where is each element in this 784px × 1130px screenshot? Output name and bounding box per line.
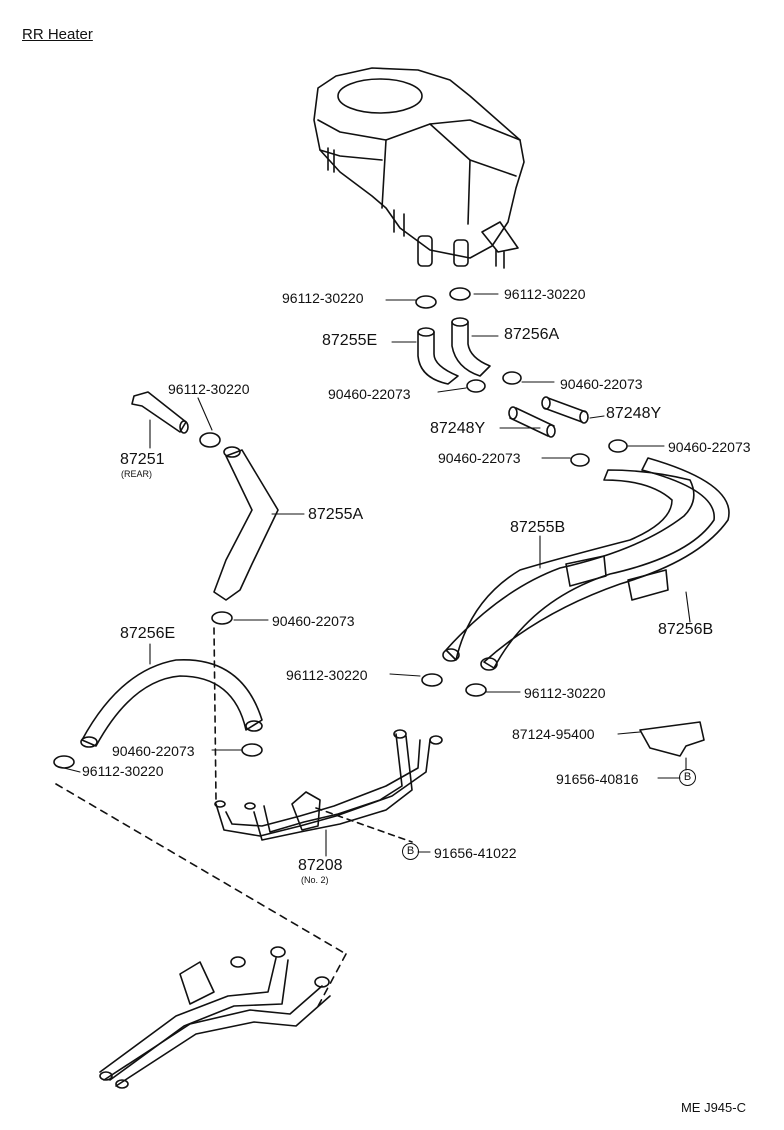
detail-view bbox=[55, 783, 347, 1089]
label-87251: 87251 bbox=[120, 451, 165, 468]
label-90460-22073-d: 90460-22073 bbox=[438, 450, 521, 466]
marker-b-center: B bbox=[402, 843, 419, 860]
label-87255E: 87255E bbox=[322, 332, 378, 349]
pipe-assembly bbox=[214, 729, 443, 843]
label-96112-30220-f: 96112-30220 bbox=[82, 763, 164, 779]
diagram-code: ME J945-C bbox=[680, 1100, 746, 1115]
label-96112-30220-d: 96112-30220 bbox=[286, 667, 368, 683]
long-hoses bbox=[421, 457, 730, 757]
upper-hoses bbox=[415, 287, 628, 467]
label-90460-22073-b: 90460-22073 bbox=[560, 376, 643, 392]
label-91656-40816: 91656-40816 bbox=[556, 771, 639, 787]
diagram-title: RR Heater bbox=[22, 26, 93, 43]
label-96112-30220-e: 96112-30220 bbox=[524, 685, 606, 701]
label-87256E: 87256E bbox=[120, 625, 176, 642]
leader-lines bbox=[55, 293, 691, 857]
label-87255A: 87255A bbox=[308, 506, 364, 523]
label-96112-30220-b: 96112-30220 bbox=[504, 286, 586, 302]
marker-b-right: B bbox=[679, 769, 696, 786]
label-90460-22073-e: 90460-22073 bbox=[272, 613, 355, 629]
label-90460-22073-a: 90460-22073 bbox=[328, 386, 411, 402]
label-87255B: 87255B bbox=[510, 519, 566, 536]
label-96112-30220-c: 96112-30220 bbox=[168, 381, 250, 397]
label-87208-note: (No. 2) bbox=[301, 875, 329, 885]
label-96112-30220-a: 96112-30220 bbox=[282, 290, 364, 306]
label-87248Y-a: 87248Y bbox=[606, 405, 662, 422]
heater-unit bbox=[313, 67, 525, 269]
label-90460-22073-f: 90460-22073 bbox=[112, 743, 195, 759]
label-87256B: 87256B bbox=[658, 621, 714, 638]
label-87248Y-b: 87248Y bbox=[430, 420, 486, 437]
label-87251-note: (REAR) bbox=[121, 469, 152, 479]
label-87256A: 87256A bbox=[504, 326, 560, 343]
label-87124-95400: 87124-95400 bbox=[512, 726, 595, 742]
label-91656-41022: 91656-41022 bbox=[434, 845, 517, 861]
label-90460-22073-c: 90460-22073 bbox=[668, 439, 751, 455]
left-hoses bbox=[53, 391, 279, 801]
label-87208: 87208 bbox=[298, 857, 343, 874]
